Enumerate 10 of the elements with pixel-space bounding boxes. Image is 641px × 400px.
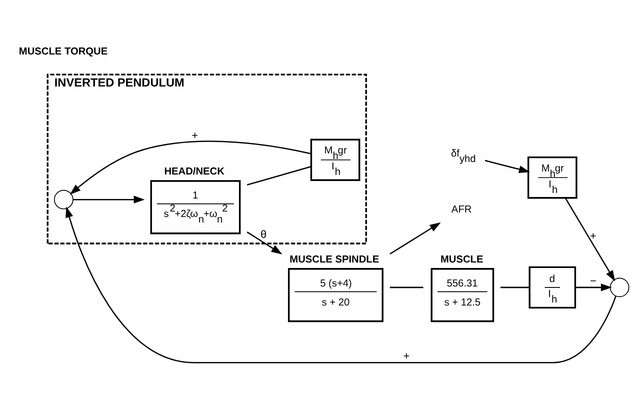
edge-label: +: [403, 350, 410, 363]
edge-label: −: [590, 275, 596, 288]
edge-label: +: [590, 230, 596, 243]
edge-label: +: [192, 130, 198, 142]
node-label: MUSCLE SPINDLE: [290, 254, 380, 266]
node-label: HEAD/NECK: [164, 166, 224, 178]
label: MUSCLE TORQUE: [18, 46, 108, 58]
node-text: AFR: [451, 204, 472, 216]
node-label: MUSCLE: [440, 254, 484, 266]
edge-label: θ: [260, 228, 267, 241]
